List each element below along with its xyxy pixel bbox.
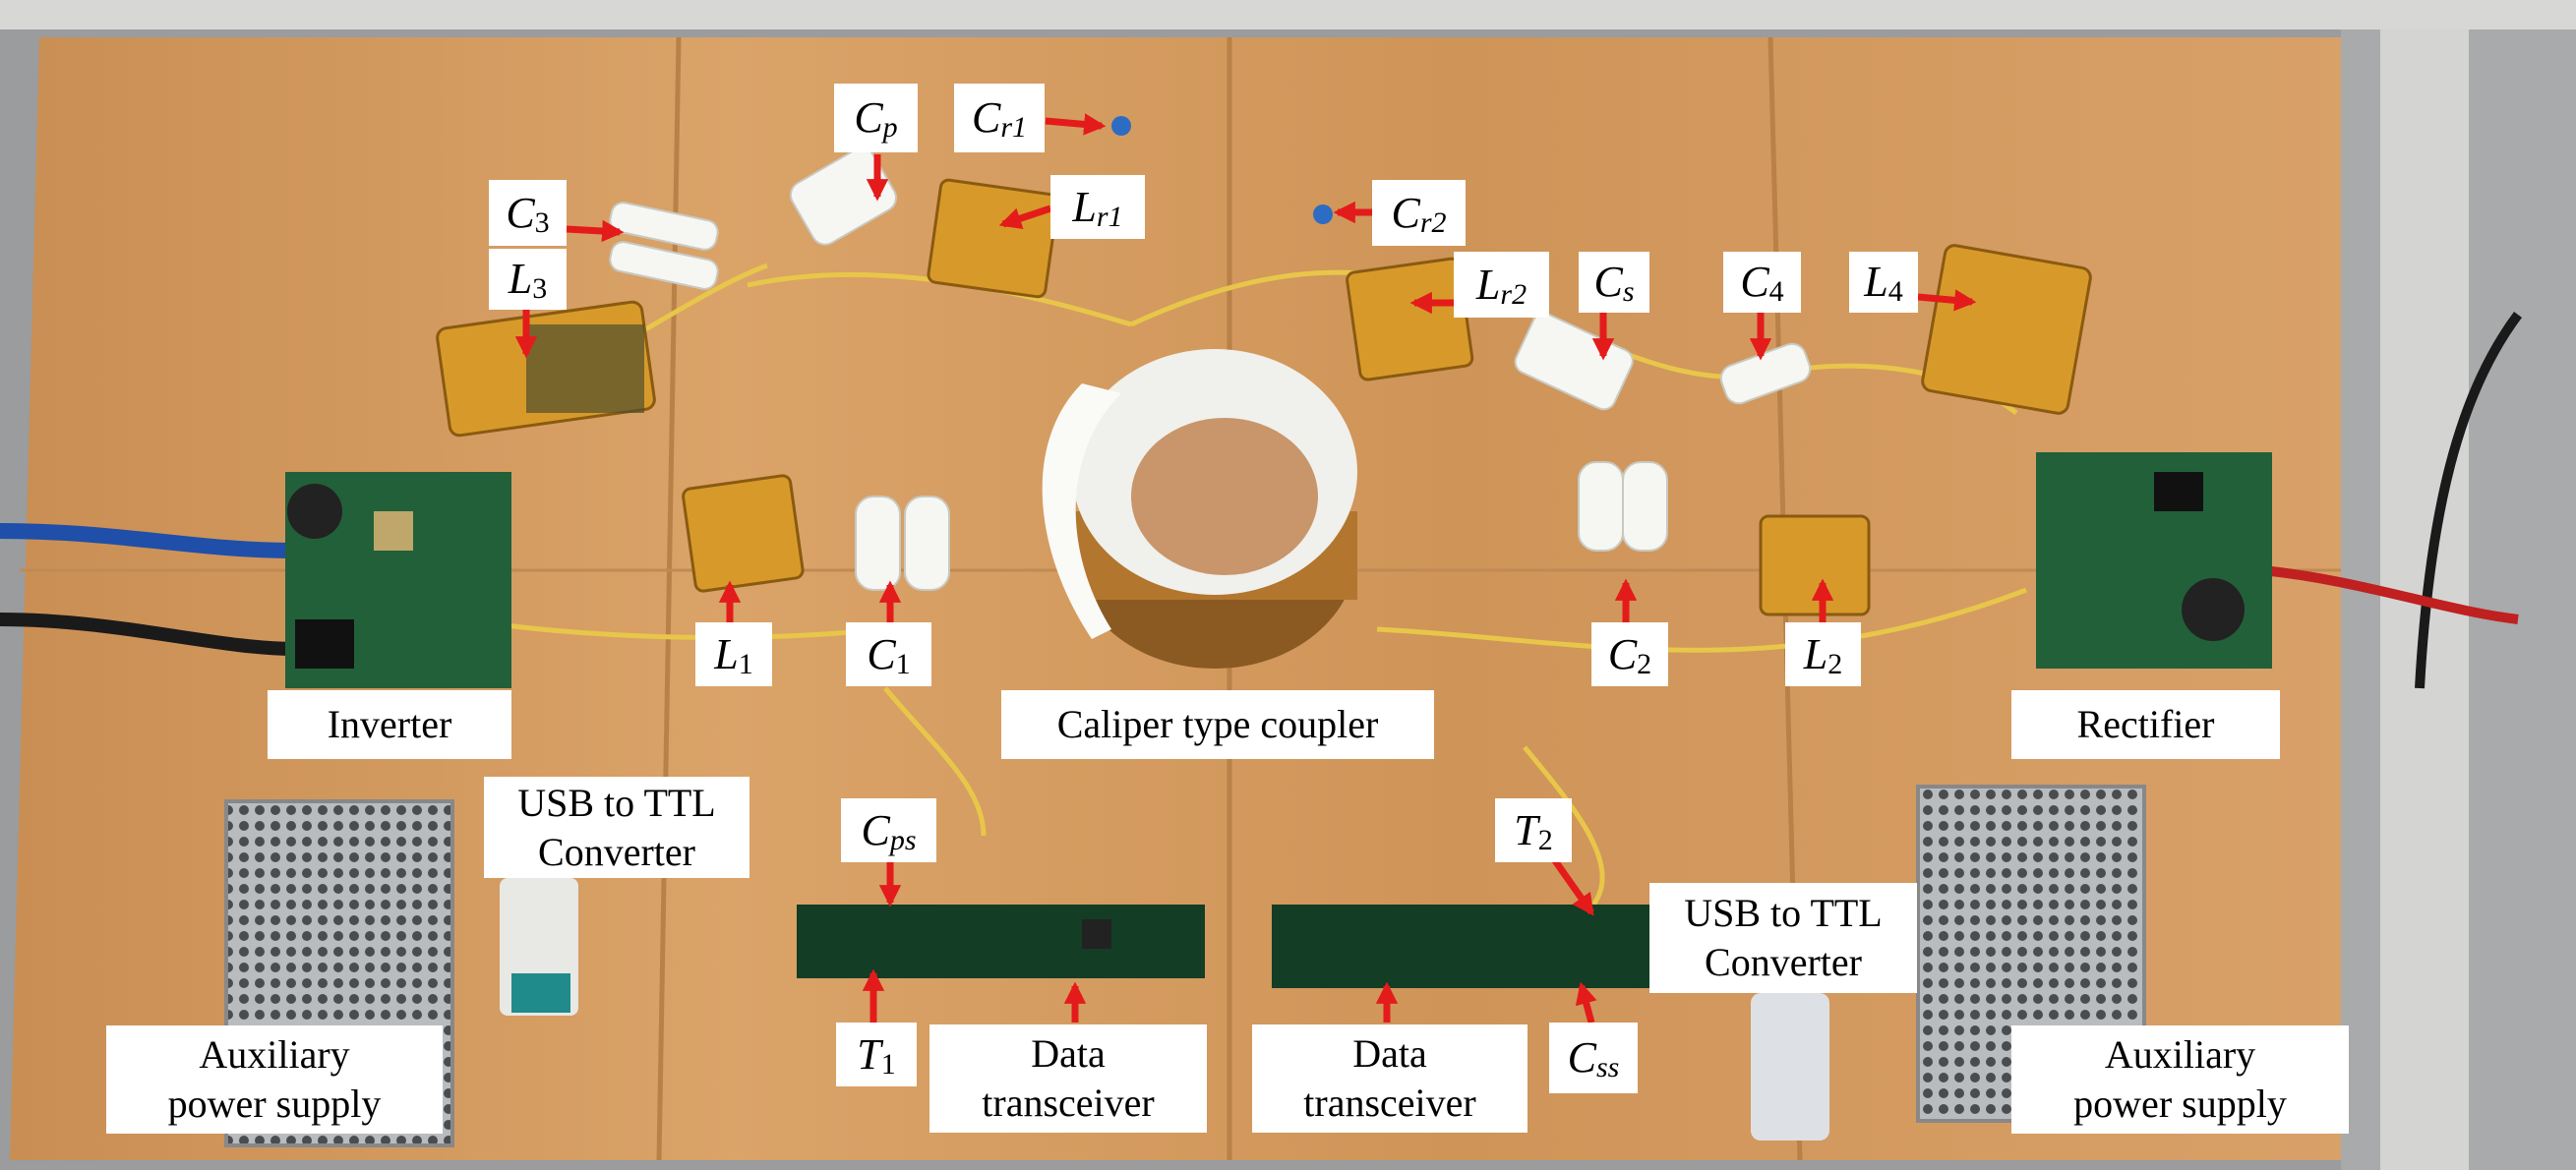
inductor-l4 — [1921, 244, 2092, 415]
capacitor-c1 — [855, 496, 901, 591]
data-transceiver-left-board — [797, 905, 1205, 978]
label-inverter: Inverter — [268, 690, 511, 759]
capacitor-cr2 — [1313, 205, 1333, 224]
inductor-lr1 — [927, 178, 1059, 299]
arrow-cr1 — [1045, 113, 1107, 136]
inductor-l1 — [682, 474, 805, 593]
capacitor-cs — [1514, 312, 1634, 411]
arrow-l4 — [1917, 289, 1977, 312]
data-transceiver-right-board — [1272, 905, 1652, 988]
arrow-css — [1575, 981, 1597, 1024]
arrow-c3 — [566, 219, 625, 243]
capacitor-c3 — [609, 202, 719, 251]
rectifier-board — [2036, 452, 2272, 669]
capacitor-cr1 — [1111, 116, 1131, 136]
usb-ttl-device-right — [1751, 993, 1829, 1141]
arrow-t2 — [1551, 856, 1594, 916]
label-coupler: Caliper type coupler — [1001, 690, 1434, 759]
caliper-coupler — [1042, 349, 1357, 669]
inductor-l2 — [1759, 514, 1871, 616]
label-rectifier: Rectifier — [2011, 690, 2280, 759]
capacitor-cp — [789, 146, 897, 246]
capacitor-c2 — [1578, 461, 1624, 552]
inverter-board — [285, 472, 511, 688]
arrow-lr1 — [998, 205, 1052, 229]
